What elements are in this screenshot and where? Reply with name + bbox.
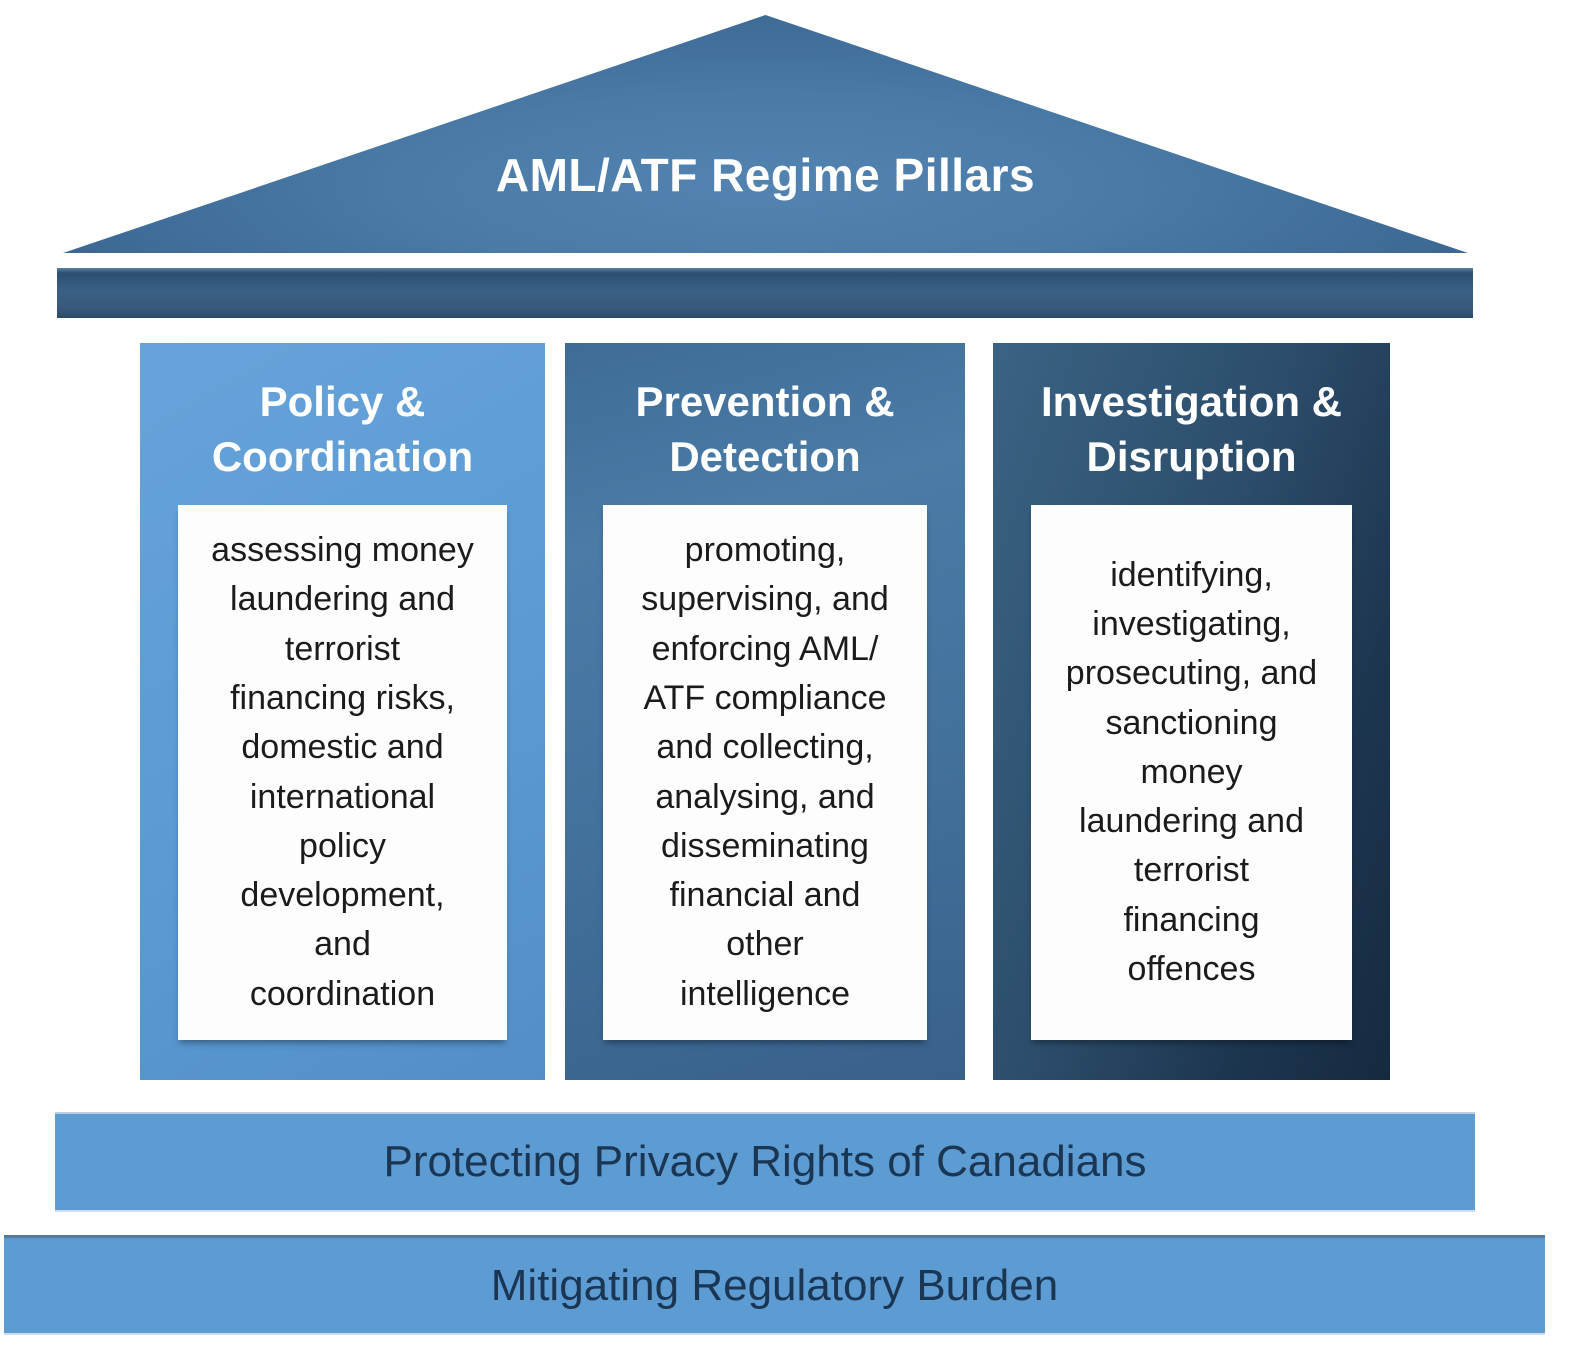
pillar-investigation-disruption: Investigation & Disruption identifying, … (993, 343, 1390, 1080)
pillar-body-text: assessing money laundering and terrorist… (211, 531, 474, 1013)
pillar-prevention-detection: Prevention & Detection promoting, superv… (565, 343, 965, 1080)
entablature-bar (57, 268, 1473, 318)
pillar-body-box: assessing money laundering and terrorist… (178, 505, 507, 1040)
foundation-bar-privacy: Protecting Privacy Rights of Canadians (55, 1112, 1475, 1212)
pillar-body-box: promoting, supervising, and enforcing AM… (603, 505, 927, 1040)
pillar-body-box: identifying, investigating, prosecuting,… (1031, 505, 1352, 1040)
foundation-bar-regulatory: Mitigating Regulatory Burden (4, 1235, 1545, 1335)
pillar-heading: Investigation & Disruption (1040, 377, 1343, 480)
pillar-policy-coordination: Policy & Coordination assessing money la… (140, 343, 545, 1080)
foundation-bar-label: Protecting Privacy Rights of Canadians (383, 1137, 1147, 1186)
foundation-bar-label: Mitigating Regulatory Burden (490, 1260, 1059, 1310)
pillar-body-text: identifying, investigating, prosecuting,… (1065, 555, 1318, 989)
pillar-body-text: promoting, supervising, and enforcing AM… (641, 531, 889, 1013)
pillar-heading: Prevention & Detection (635, 377, 895, 480)
pillar-heading: Policy & Coordination (211, 377, 474, 480)
roof-triangle: AML/ATF Regime Pillars (63, 15, 1468, 253)
diagram-title: AML/ATF Regime Pillars (495, 149, 1036, 201)
